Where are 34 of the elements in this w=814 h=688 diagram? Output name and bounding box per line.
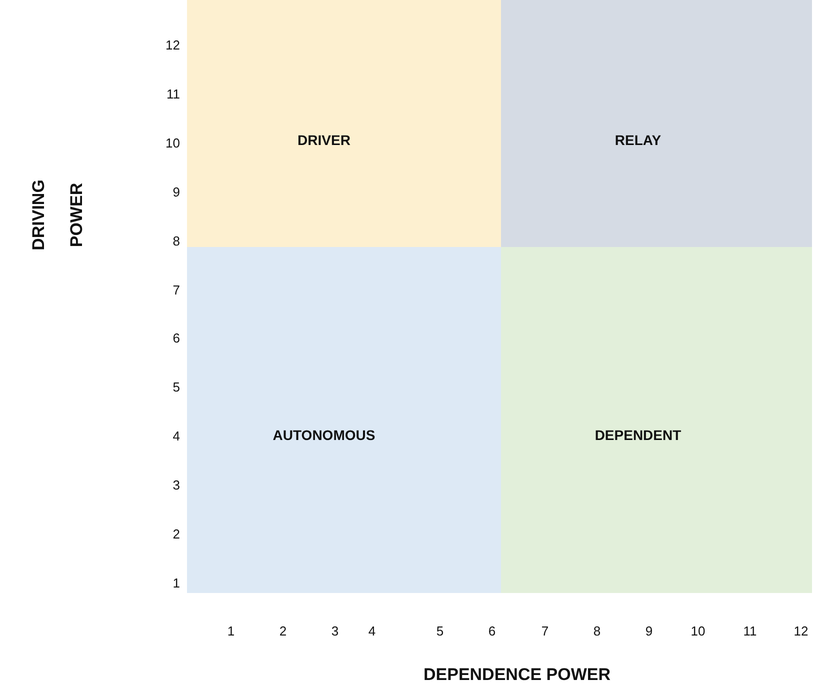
axis-tick-label: 12 (794, 624, 808, 638)
axis-tick-label: 6 (488, 624, 496, 638)
quadrant-panel (187, 0, 501, 247)
axis-tick-label: 2 (172, 526, 180, 542)
quadrant-label: DEPENDENT (594, 427, 682, 443)
quadrant-label: RELAY (614, 132, 662, 148)
axis-tick-label: 10 (166, 135, 180, 150)
quadrant-panel (501, 0, 812, 247)
axis-tick-label: 1 (172, 575, 180, 590)
axis-tick-label: 6 (172, 330, 180, 346)
axis-title: DRIVING POWER (28, 178, 87, 252)
axis-tick-label: 9 (172, 184, 180, 200)
quadrant-panel (501, 247, 812, 593)
axis-tick-label: 4 (172, 428, 180, 444)
axis-tick-label: 7 (172, 282, 180, 297)
axis-tick-label: 8 (172, 233, 180, 248)
axis-tick-label: 2 (279, 624, 287, 638)
axis-tick-label: 10 (690, 624, 706, 638)
axis-tick-label: 5 (436, 624, 444, 638)
axis-tick-label: 12 (166, 38, 180, 52)
axis-tick-label: 1 (227, 624, 235, 638)
axis-tick-label: 8 (593, 624, 601, 638)
axis-title: DEPENDENCE POWER (423, 665, 611, 685)
axis-tick-label: 11 (743, 624, 757, 638)
quadrant-panel (187, 247, 501, 593)
axis-tick-label: 3 (331, 624, 339, 638)
axis-tick-label: 7 (541, 624, 549, 638)
axis-tick-label: 11 (166, 86, 180, 102)
axis-tick-label: 4 (368, 624, 376, 638)
quadrant-label: DRIVER (298, 132, 350, 148)
axis-tick-label: 9 (645, 624, 653, 638)
axis-tick-label: 3 (172, 478, 180, 493)
axis-tick-label: 5 (172, 380, 180, 395)
quadrant-label: AUTONOMOUS (272, 427, 376, 443)
